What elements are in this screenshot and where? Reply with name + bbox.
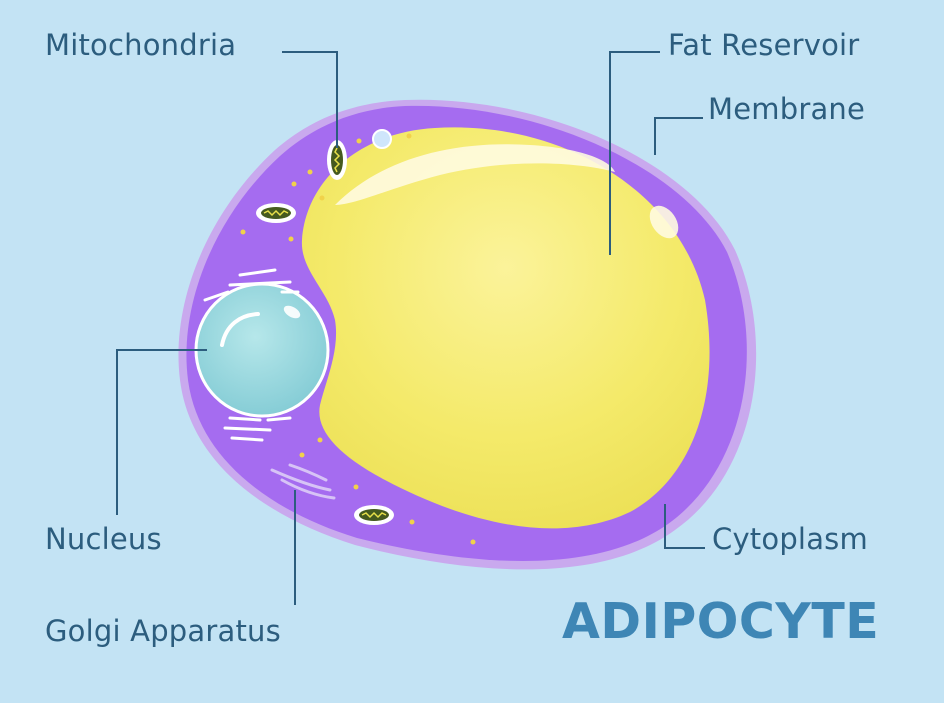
- fat-highlight-dot: [649, 205, 679, 239]
- vesicle: [372, 129, 392, 149]
- label-cytoplasm: Cytoplasm: [712, 522, 868, 556]
- diagram-title: ADIPOCYTE: [562, 593, 880, 650]
- label-membrane: Membrane: [708, 92, 866, 126]
- golgi-lines-bottom: [223, 416, 292, 442]
- leader-mitochondria: [282, 51, 338, 148]
- fat-highlight: [335, 144, 615, 205]
- mitochondrion-2: [256, 203, 296, 223]
- leader-fat-reservoir: [609, 51, 660, 255]
- leader-cytoplasm: [664, 504, 705, 549]
- mitochondrion-3: [354, 505, 394, 525]
- golgi-lines-top: [203, 268, 300, 302]
- nucleus-highlight: [220, 312, 260, 347]
- label-mitochondria: Mitochondria: [45, 28, 237, 62]
- label-nucleus: Nucleus: [45, 522, 162, 556]
- fat-reservoir: [301, 127, 710, 529]
- nucleus: [194, 282, 330, 418]
- label-fat-reservoir: Fat Reservoir: [668, 28, 860, 62]
- golgi-apparatus: [270, 463, 336, 500]
- ribosome-dots: [240, 133, 476, 545]
- nucleus-highlight-dot: [283, 305, 301, 319]
- leader-nucleus: [116, 349, 207, 515]
- label-golgi-apparatus: Golgi Apparatus: [45, 614, 281, 648]
- leader-lines: [116, 51, 705, 605]
- leader-membrane: [654, 117, 703, 155]
- mitochondrion-1: [327, 140, 347, 180]
